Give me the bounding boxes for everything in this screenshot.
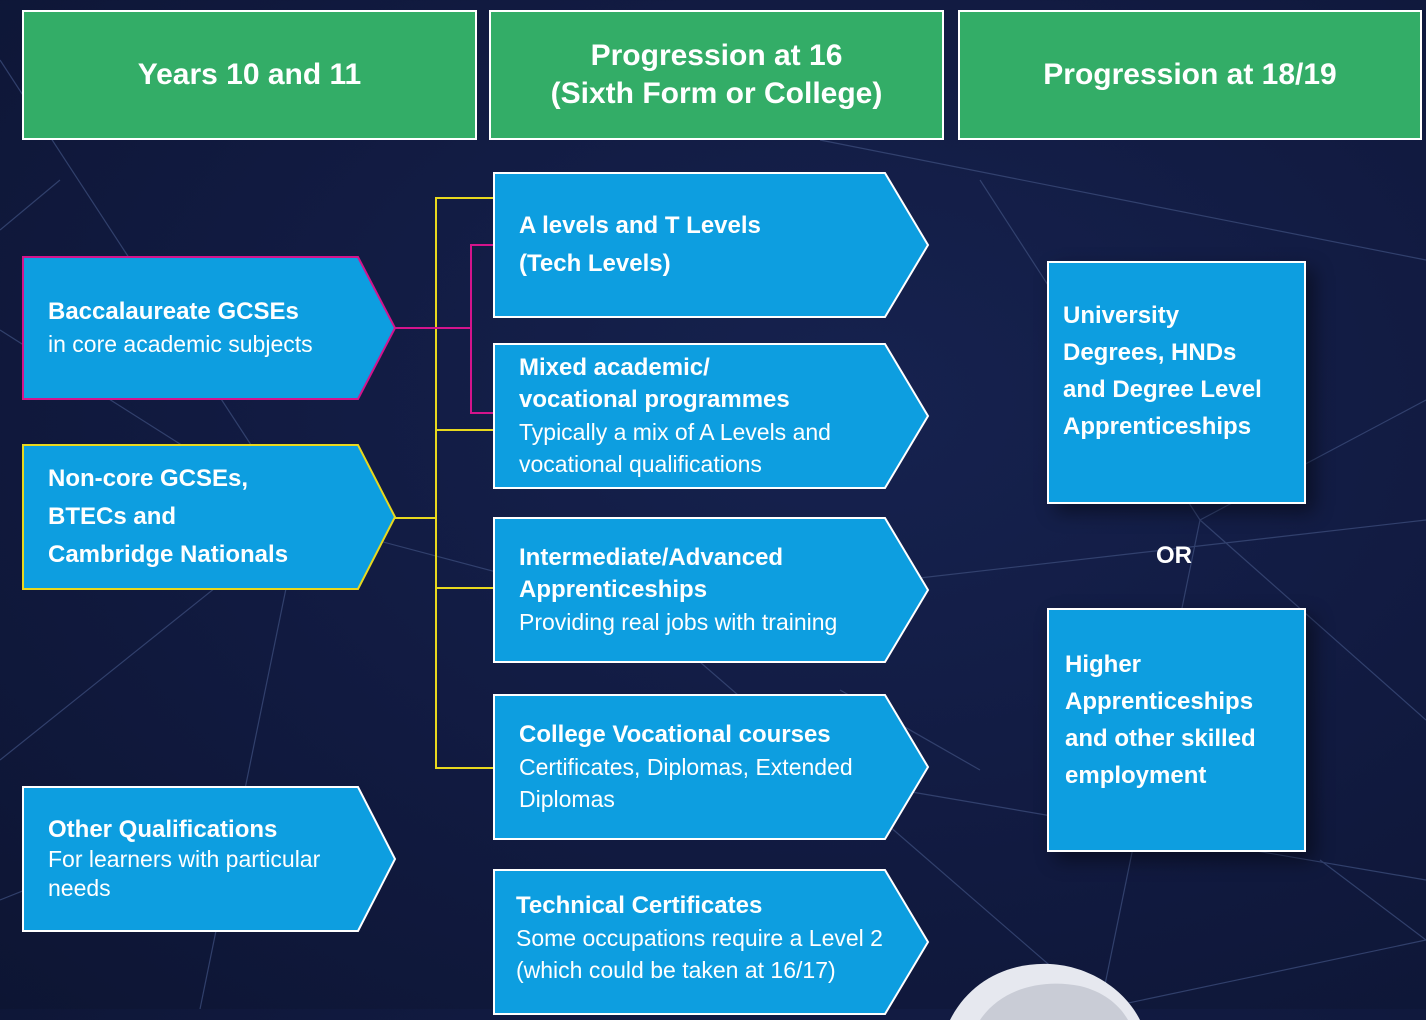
- non-core-gcses-box: Non-core GCSEs, BTECs and Cambridge Nati…: [22, 444, 397, 590]
- college-vocational-box: College Vocational courses Certificates,…: [493, 694, 930, 840]
- arrow-shape: [493, 343, 930, 489]
- arrow-shape: [493, 869, 930, 1015]
- apprenticeships-sub: Providing real jobs with training: [519, 609, 838, 635]
- technical-certificates-box: Technical Certificates Some occupations …: [493, 869, 930, 1015]
- yellow-trunk: [435, 197, 494, 769]
- university-degrees-box: University Degrees, HNDs and Degree Leve…: [1047, 261, 1306, 504]
- header-progression-18-19: Progression at 18/19: [958, 10, 1422, 140]
- arrow-shape: [493, 172, 930, 318]
- mixed-programmes-box: Mixed academic/ vocational programmes Ty…: [493, 343, 930, 489]
- mixed-sub: Typically a mix of A Levels and vocation…: [519, 419, 831, 477]
- arrow-shape: [22, 786, 397, 932]
- or-label: OR: [1156, 542, 1192, 569]
- non-core-title: Non-core GCSEs, BTECs and Cambridge Nati…: [48, 465, 289, 568]
- arrow-shape: [493, 694, 930, 840]
- other-qualifications-sub: For learners with particular needs: [48, 846, 321, 901]
- a-levels-title: A levels and T Levels (Tech Levels): [519, 212, 761, 277]
- mixed-title: Mixed academic/ vocational programmes: [519, 354, 790, 413]
- baccalaureate-sub: in core academic subjects: [48, 331, 313, 357]
- other-qualifications-title: Other Qualifications: [48, 816, 278, 843]
- other-qualifications-box: Other Qualifications For learners with p…: [22, 786, 397, 932]
- college-vocational-title: College Vocational courses: [519, 721, 831, 748]
- arrow-shape: [22, 444, 397, 590]
- baccalaureate-gcses-box: Baccalaureate GCSEs in core academic sub…: [22, 256, 397, 400]
- technical-certificates-sub: Some occupations require a Level 2 (whic…: [516, 925, 883, 983]
- a-levels-box: A levels and T Levels (Tech Levels): [493, 172, 930, 318]
- baccalaureate-title: Baccalaureate GCSEs: [48, 298, 299, 325]
- apprenticeships-title: Intermediate/Advanced Apprenticeships: [519, 544, 784, 603]
- college-vocational-sub: Certificates, Diplomas, Extended Diploma…: [519, 754, 853, 812]
- higher-apprenticeships-box: Higher Apprenticeships and other skilled…: [1047, 608, 1306, 852]
- apprenticeships-box: Intermediate/Advanced Apprenticeships Pr…: [493, 517, 930, 663]
- header-progression-16: Progression at 16 (Sixth Form or College…: [489, 10, 944, 140]
- magenta-trunk: [470, 244, 494, 414]
- technical-certificates-title: Technical Certificates: [516, 892, 763, 919]
- header-years-10-11: Years 10 and 11: [22, 10, 477, 140]
- rock-image: [950, 963, 1140, 1020]
- arrow-shape: [22, 256, 397, 400]
- arrow-shape: [493, 517, 930, 663]
